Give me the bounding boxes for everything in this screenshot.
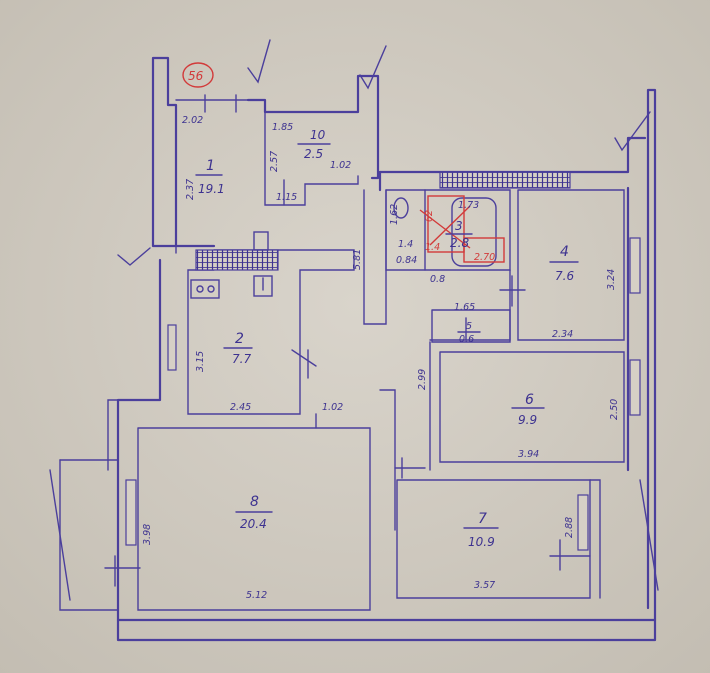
dim-label: 1.15 — [276, 192, 297, 203]
room-number: 2 — [235, 331, 244, 347]
room-3-label: 3 2.8 — [445, 219, 473, 250]
window-room-7 — [577, 494, 589, 551]
room-10-label: 10 2.5 — [297, 128, 331, 161]
room-area: 20.4 — [240, 517, 267, 531]
chimney-icon — [253, 231, 269, 251]
dim-label: 2.99 — [417, 369, 428, 390]
stamp-number: 56 — [188, 69, 204, 83]
room-1-label: 1 19.1 — [195, 158, 225, 196]
dim-label: 1.62 — [389, 204, 400, 225]
dim-label: 5.81 — [352, 249, 363, 270]
fixtures — [190, 179, 497, 299]
room-2-label: 2 7.7 — [223, 331, 253, 366]
room-area: 0.6 — [459, 334, 474, 345]
dim-label: 1.65 — [454, 302, 475, 313]
toilet-icon — [393, 197, 409, 219]
radiator-room-2 — [195, 249, 279, 271]
room-labels: 1 19.1 10 2.5 2 7.7 3 2.8 4 7.6 5 0.6 — [195, 128, 579, 549]
red-label-1-4: 1.4 — [425, 242, 440, 253]
red-correction-box-2 — [463, 237, 505, 263]
dim-label: 3.24 — [606, 269, 617, 290]
dim-label: 0.84 — [396, 255, 417, 266]
stove-icon — [190, 279, 220, 299]
entry-marks — [117, 39, 651, 266]
interior-walls — [59, 99, 625, 611]
red-label-2-70: 2.70 — [474, 252, 495, 263]
room-number: 7 — [478, 511, 487, 527]
dim-label: 2.02 — [182, 115, 203, 126]
dim-label: 1.85 — [272, 122, 293, 133]
dim-label: 1.73 — [458, 200, 479, 211]
room-number: 8 — [250, 494, 259, 510]
room-area: 2.8 — [450, 236, 469, 250]
room-5-label: 5 0.6 — [457, 321, 481, 345]
red-annotations: 1.4 2.70 62 — [419, 195, 505, 263]
room-number: 1 — [206, 158, 215, 174]
dim-label: 3.15 — [195, 351, 206, 372]
dimension-labels: 2.02 1.85 1.02 2.57 1.15 2.37 5.81 3.15 … — [142, 115, 620, 601]
sheet-stamp: 56 — [182, 62, 214, 88]
room-number: 10 — [310, 128, 326, 142]
red-correction-box — [427, 195, 465, 253]
room-number: 4 — [560, 244, 569, 260]
room-4-label: 4 7.6 — [549, 244, 579, 283]
radiators — [195, 171, 571, 271]
dim-label: 3.57 — [474, 580, 495, 591]
window-room-8 — [125, 479, 137, 546]
dim-label: 1.02 — [330, 160, 351, 171]
room-area: 19.1 — [198, 182, 225, 196]
room-area: 7.7 — [232, 352, 251, 366]
window-room-6 — [629, 359, 641, 416]
dim-label: 0.8 — [430, 274, 445, 285]
stamp-circle — [182, 62, 214, 88]
room-area: 10.9 — [468, 535, 495, 549]
room-6-label: 6 9.9 — [511, 392, 545, 427]
window-room-4 — [629, 237, 641, 294]
dim-label: 2.57 — [269, 151, 280, 172]
dim-label: 5.12 — [246, 590, 267, 601]
dim-label: 2.34 — [552, 329, 573, 340]
dim-label: 1.4 — [398, 239, 413, 250]
room-area: 9.9 — [518, 413, 537, 427]
dim-label: 1.02 — [322, 402, 343, 413]
window-room-2 — [167, 324, 177, 371]
dim-label: 2.88 — [564, 517, 575, 538]
room-number: 6 — [525, 392, 534, 408]
dim-label: 2.45 — [230, 402, 251, 413]
room-8-label: 8 20.4 — [235, 494, 273, 531]
sink-icon — [253, 275, 273, 297]
bathtub-icon — [451, 197, 497, 267]
room-area: 2.5 — [304, 147, 323, 161]
radiator-room-4 — [439, 171, 571, 189]
red-label-62: 62 — [424, 210, 435, 222]
room-number: 3 — [455, 219, 463, 233]
dim-label: 3.94 — [518, 449, 539, 460]
room-7-label: 7 10.9 — [463, 511, 499, 549]
dim-label: 2.50 — [609, 399, 620, 420]
room-number: 5 — [466, 321, 472, 332]
windows — [49, 237, 659, 601]
dim-label: 2.37 — [185, 179, 196, 200]
door-marks — [104, 94, 591, 587]
dim-label: 3.98 — [142, 524, 153, 545]
room-area: 7.6 — [555, 269, 574, 283]
